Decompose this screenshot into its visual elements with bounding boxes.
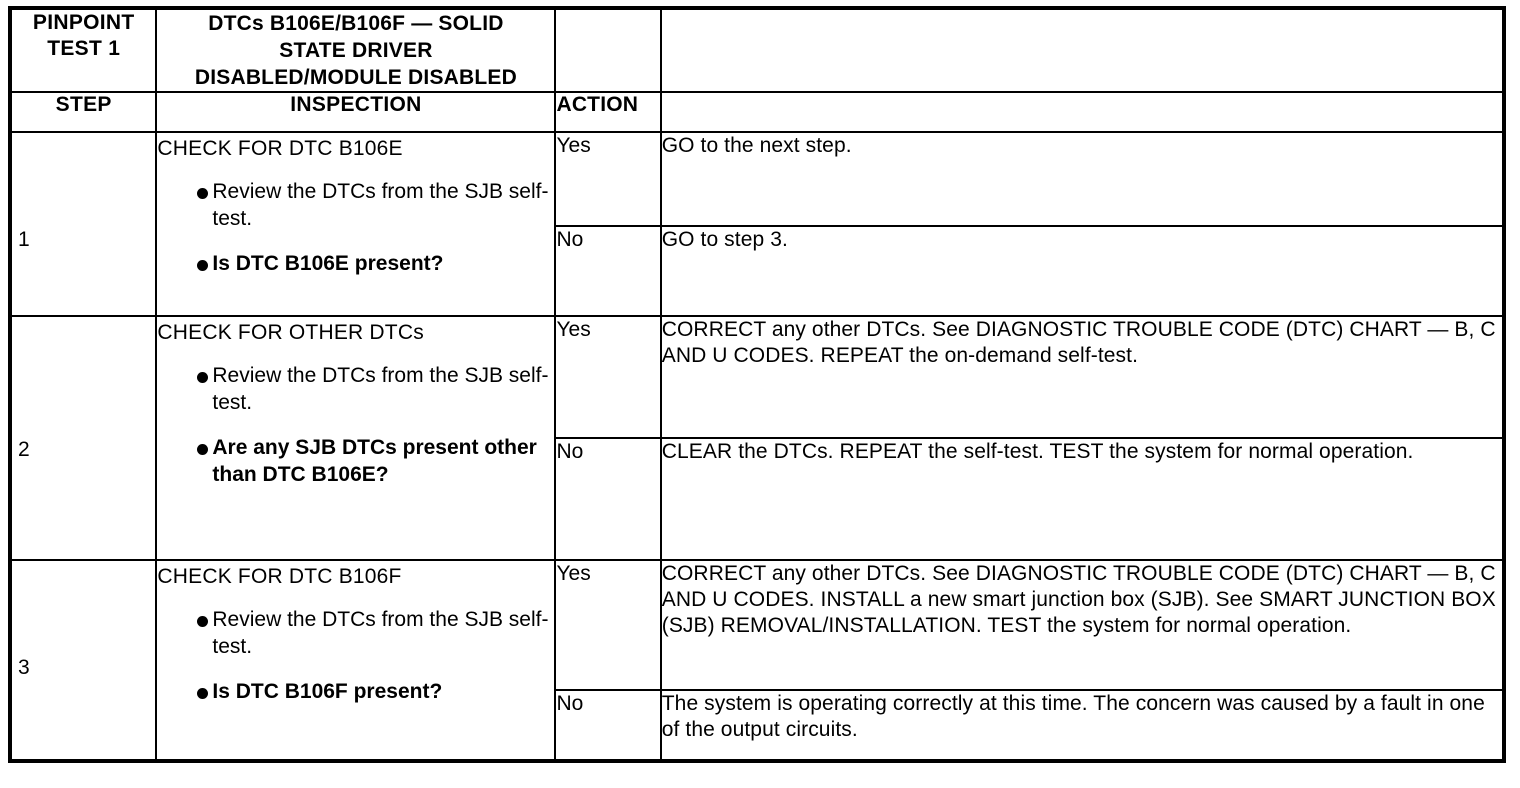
detail-cell-2-no: CLEAR the DTCs. REPEAT the self-test. TE… (659, 437, 1506, 561)
inspection-bullet-list-1: Review the DTCs from the SJB self-test. … (157, 178, 554, 277)
list-item: Is DTC B106F present? (157, 678, 554, 705)
test-title-line3: DISABLED/MODULE DISABLED (194, 66, 517, 89)
action-cell-3-yes: Yes (554, 559, 662, 691)
inspection-bullet-list-2: Review the DTCs from the SJB self-test. … (157, 362, 554, 488)
test-title-line2: STATE DRIVER (279, 39, 433, 62)
detail-cell-1-yes: GO to the next step. (659, 131, 1506, 227)
table-row: No GO to step 3. (10, 225, 1506, 317)
list-item: Review the DTCs from the SJB self-test. (157, 178, 554, 232)
inspection-cell-3: CHECK FOR DTC B106F Review the DTCs from… (155, 559, 557, 762)
detail-cell-2-yes: CORRECT any other DTCs. See DIAGNOSTIC T… (659, 315, 1506, 439)
step-number-2: 2 (18, 438, 30, 461)
inspection-bullet-list-3: Review the DTCs from the SJB self-test. … (157, 606, 554, 705)
action-cell-1-no: No (554, 225, 662, 317)
list-item: Review the DTCs from the SJB self-test. (157, 606, 554, 660)
pinpoint-test-table: PINPOINT TEST 1 DTCs B106E/B106F — SOLID… (8, 6, 1506, 763)
step-number-cell-1: 1 (8, 131, 158, 317)
bullet-dot-icon (197, 260, 209, 271)
action-cell-2-no: No (554, 437, 662, 561)
action-cell-3-no: No (554, 689, 662, 762)
table-row: No CLEAR the DTCs. REPEAT the self-test.… (10, 437, 1506, 561)
detail-cell-3-yes: CORRECT any other DTCs. See DIAGNOSTIC T… (659, 559, 1506, 691)
list-item: Is DTC B106E present? (157, 250, 554, 277)
list-item: Are any SJB DTCs present other than DTC … (157, 434, 554, 488)
bullet-dot-icon (197, 444, 209, 455)
step-number-1: 1 (18, 228, 30, 251)
inspection-heading-2: CHECK FOR OTHER DTCs (157, 321, 424, 344)
bullet-text: Is DTC B106F present? (212, 680, 443, 703)
column-header-action: ACTION (554, 91, 662, 133)
test-title: DTCs B106E/B106F — SOLID STATE DRIVER DI… (155, 7, 557, 93)
column-header-detail (659, 91, 1506, 133)
pinpoint-test-label: PINPOINT TEST 1 (8, 7, 158, 93)
bullet-text: Review the DTCs from the SJB self-test. (212, 180, 549, 230)
header-detail-blank-cell (659, 7, 1506, 93)
bullet-text: Are any SJB DTCs present other than DTC … (212, 436, 537, 486)
action-cell-2-yes: Yes (554, 315, 662, 439)
bullet-dot-icon (197, 372, 209, 383)
pinpoint-test-label-line1: PINPOINT (32, 11, 135, 34)
table-row: 3 CHECK FOR DTC B106F Review the DTCs fr… (8, 559, 1506, 762)
table-header-columns-row: STEP INSPECTION ACTION (8, 91, 1506, 133)
pinpoint-test-label-line2: TEST 1 (47, 37, 121, 60)
table-row: No The system is operating correctly at … (10, 689, 1506, 762)
table-header-title-row: PINPOINT TEST 1 DTCs B106E/B106F — SOLID… (8, 7, 1506, 93)
step-number-3: 3 (18, 656, 30, 679)
action-cell-1-yes: Yes (554, 131, 662, 227)
table-row: 2 CHECK FOR OTHER DTCs Review the DTCs f… (8, 315, 1506, 561)
inspection-cell-2: CHECK FOR OTHER DTCs Review the DTCs fro… (155, 315, 557, 561)
bullet-text: Review the DTCs from the SJB self-test. (212, 608, 549, 658)
detail-cell-1-no: GO to step 3. (659, 225, 1506, 317)
inspection-heading-1: CHECK FOR DTC B106E (157, 137, 403, 160)
test-title-line1: DTCs B106E/B106F — SOLID (208, 12, 504, 35)
step-number-cell-3: 3 (8, 559, 158, 762)
bullet-text: Review the DTCs from the SJB self-test. (212, 364, 549, 414)
detail-cell-3-no: The system is operating correctly at thi… (659, 689, 1506, 762)
bullet-text: Is DTC B106E present? (212, 252, 444, 275)
inspection-cell-1: CHECK FOR DTC B106E Review the DTCs from… (155, 131, 557, 317)
bullet-dot-icon (197, 688, 209, 699)
inspection-heading-3: CHECK FOR DTC B106F (157, 565, 402, 588)
bullet-dot-icon (197, 616, 209, 627)
table-row: 1 CHECK FOR DTC B106E Review the DTCs fr… (8, 131, 1506, 317)
column-header-inspection: INSPECTION (155, 91, 557, 133)
list-item: Review the DTCs from the SJB self-test. (157, 362, 554, 416)
bullet-dot-icon (197, 188, 209, 199)
column-header-step: STEP (8, 91, 158, 133)
step-number-cell-2: 2 (8, 315, 158, 561)
header-action-blank-cell (554, 7, 662, 93)
